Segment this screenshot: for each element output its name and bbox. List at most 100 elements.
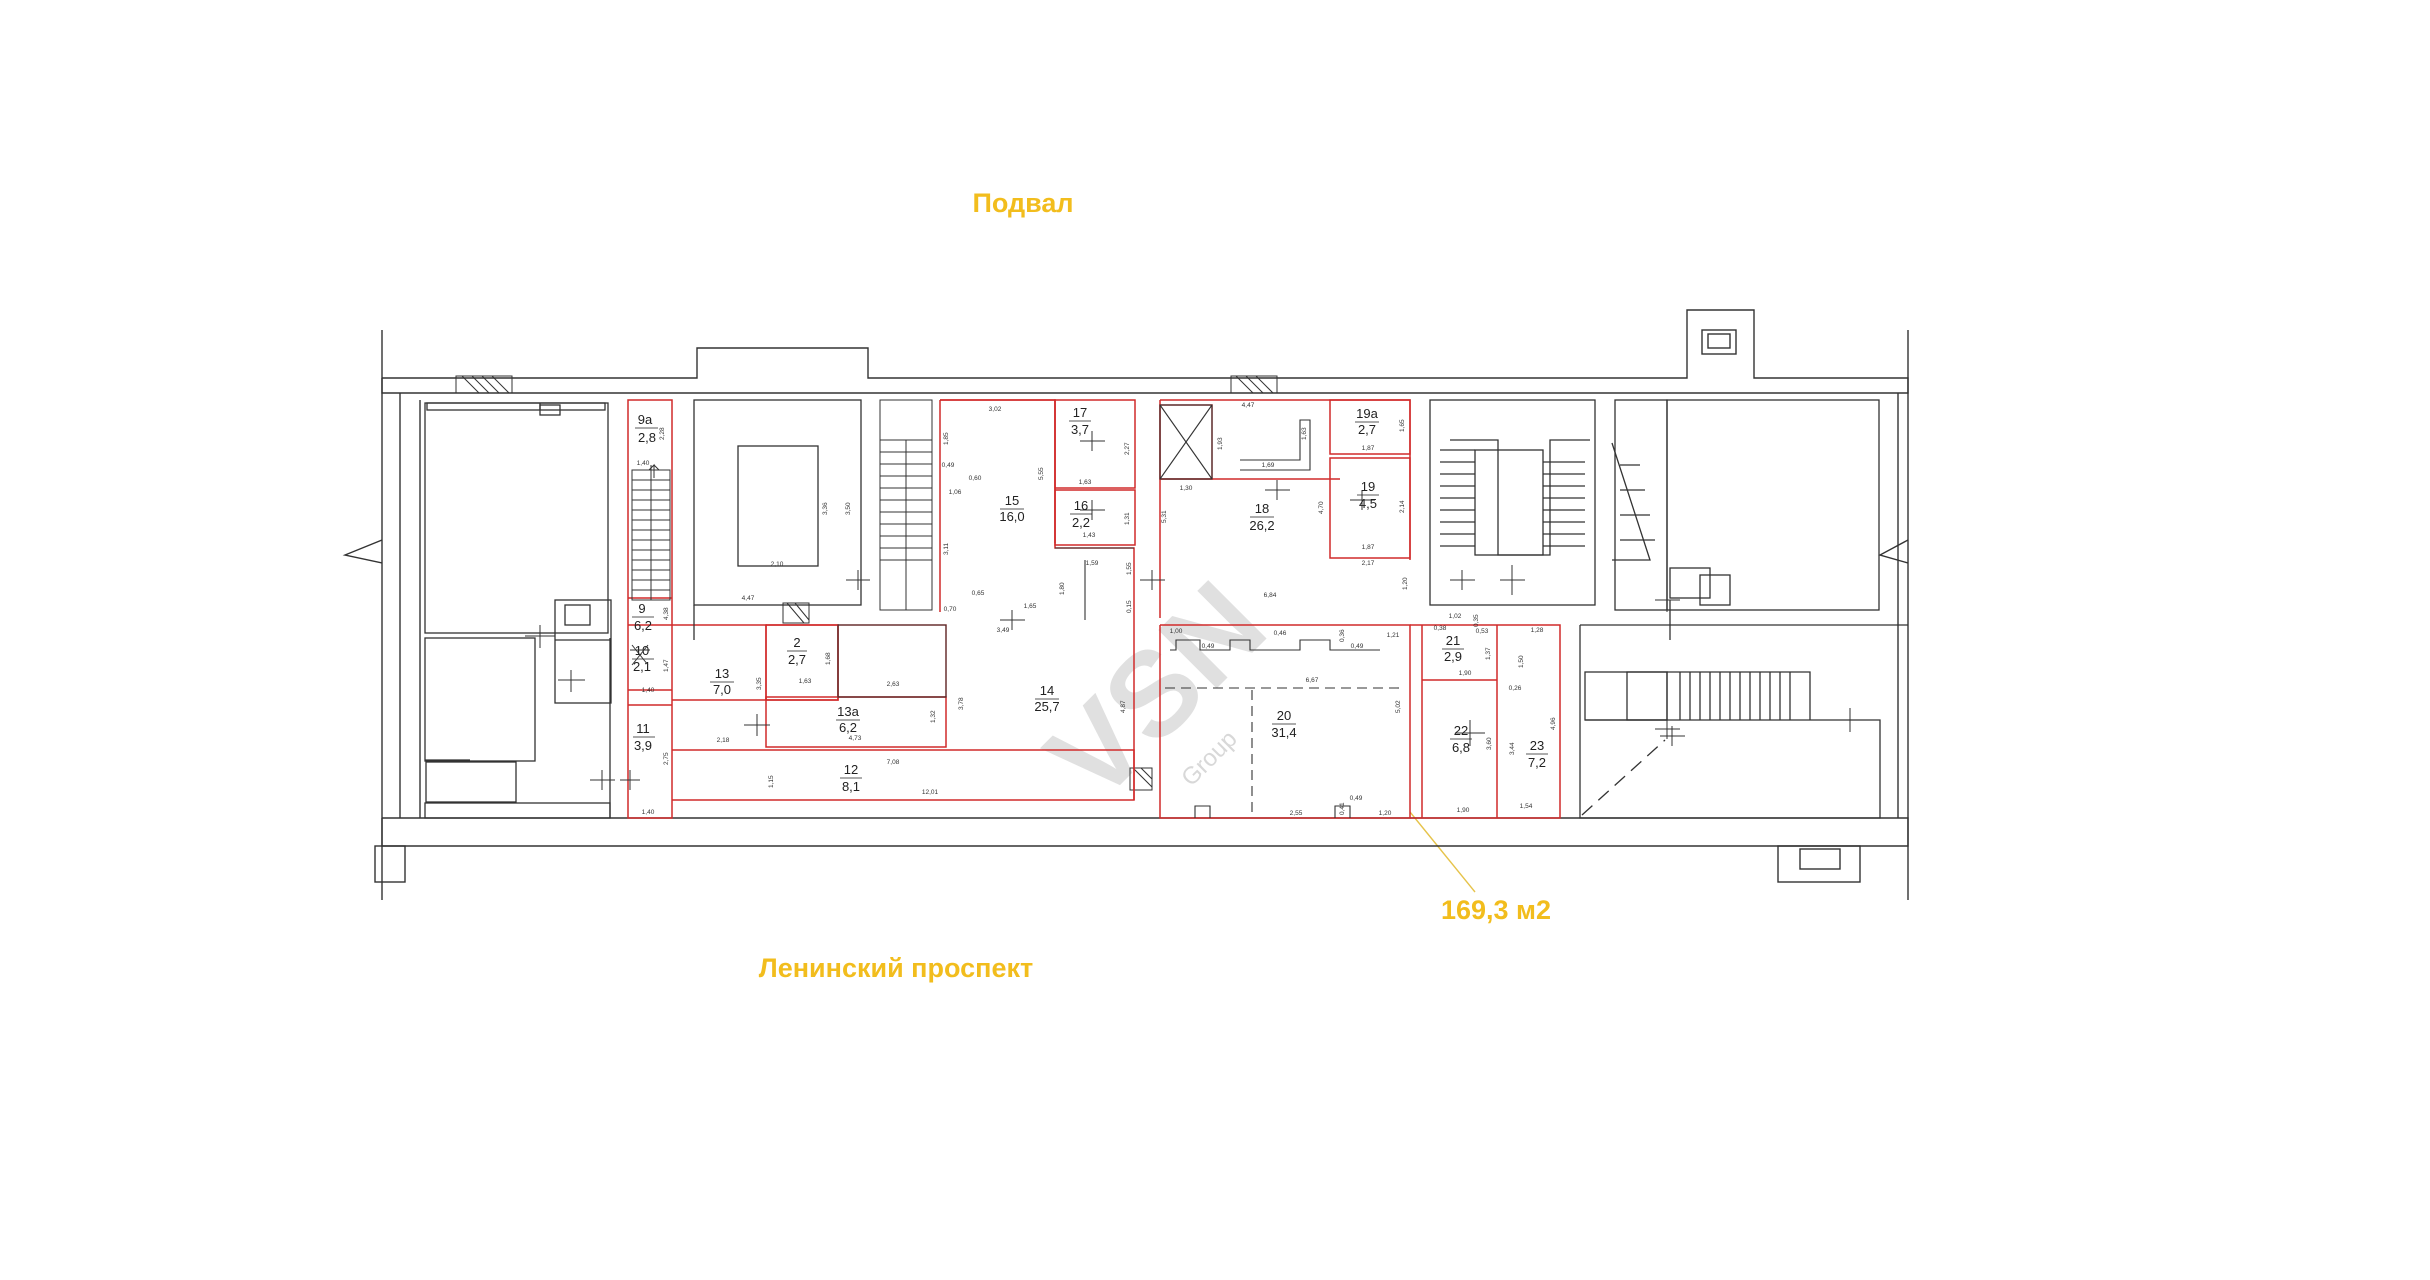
room-number: 23 (1530, 738, 1544, 753)
dimension: 3,44 (1509, 742, 1516, 755)
room-2: 22,7 (787, 635, 807, 667)
dimension: 4,73 (849, 735, 862, 742)
left-block (424, 402, 612, 819)
room-area: 6,2 (634, 618, 652, 633)
room-number: 19a (1356, 406, 1378, 421)
room-number: 14 (1040, 683, 1054, 698)
dimension: 3,49 (997, 627, 1010, 634)
dimension: 1,93 (1217, 437, 1224, 450)
dimension: 2,63 (887, 681, 900, 688)
dimension: 1,02 (1449, 613, 1462, 620)
dimension: 1,21 (1387, 632, 1400, 639)
room-area: 6,2 (839, 720, 857, 735)
room-number: 21 (1446, 633, 1460, 648)
room-area: 8,1 (842, 779, 860, 794)
dimension: 6,84 (1264, 592, 1277, 599)
dimension: 1,90 (1457, 807, 1470, 814)
dimension: 2,28 (659, 427, 666, 440)
dimension: 2,14 (1399, 500, 1406, 513)
dimension: 1,43 (1083, 532, 1096, 539)
hatch-patches (455, 375, 1278, 791)
room-area: 2,2 (1072, 515, 1090, 530)
dimension: 4,96 (1550, 717, 1557, 730)
room-number: 12 (844, 762, 858, 777)
dimension: 3,35 (756, 677, 763, 690)
room-area: 7,0 (713, 682, 731, 697)
room-number: 18 (1255, 501, 1269, 516)
dimension: 1,40 (642, 687, 655, 694)
dimension: 1,06 (949, 489, 962, 496)
room-11: 113,9 (633, 721, 655, 753)
stairs-left (631, 399, 933, 611)
watermark: VSN Group (1021, 556, 1290, 825)
room-number: 9 (638, 601, 645, 616)
dimension: 1,15 (768, 775, 775, 788)
dimension: 3,60 (1486, 737, 1493, 750)
dimension: 0,53 (1476, 628, 1489, 635)
dimension: 1,59 (1086, 560, 1099, 567)
room-area: 2,1 (633, 659, 651, 674)
area-leader-line (1409, 811, 1476, 893)
dimension: 1,50 (1518, 655, 1525, 668)
room-area: 6,8 (1452, 740, 1470, 755)
dimension: 7,08 (887, 759, 900, 766)
dimension-labels: 2,28 1,40 4,38 1,47 1,40 2,75 1,15 1,40 … (637, 402, 1557, 817)
dimension: 0,60 (969, 475, 982, 482)
room-12: 128,1 (840, 762, 862, 794)
room-number: 16 (1074, 498, 1088, 513)
room-area: 7,2 (1528, 755, 1546, 770)
room-area: 3,7 (1071, 422, 1089, 437)
room-area: 2,9 (1444, 649, 1462, 664)
room-21: 212,9 (1442, 633, 1464, 664)
right-stair-block (1429, 399, 1908, 819)
room-22: 226,8 (1450, 723, 1472, 755)
dimension: 3,02 (989, 406, 1002, 413)
dimension: 4,47 (1242, 402, 1255, 409)
dimension: 1,87 (1362, 544, 1375, 551)
dimension: 2,10 (771, 561, 784, 568)
room-area: 3,9 (634, 738, 652, 753)
room-area: 2,7 (788, 652, 806, 667)
room-19: 194,5 (1357, 479, 1379, 511)
dimension: 1,20 (1402, 577, 1409, 590)
dimension: 2,18 (717, 737, 730, 744)
room-number: 13 (715, 666, 729, 681)
room-9: 96,2 (632, 601, 654, 633)
room-16: 162,2 (1070, 498, 1092, 530)
room-area: 2,8 (638, 430, 656, 445)
room-number: 20 (1277, 708, 1291, 723)
dimension: 1,63 (1079, 479, 1092, 486)
dimension: 1,40 (642, 809, 655, 816)
dimension: 4,47 (742, 595, 755, 602)
dimension: 1,37 (1485, 647, 1492, 660)
room-number: 2 (793, 635, 800, 650)
dimension: 5,31 (1161, 510, 1168, 523)
room-area: 25,7 (1034, 699, 1059, 714)
dimension: 1,65 (1024, 603, 1037, 610)
dimension: 1,80 (1059, 582, 1066, 595)
center-details (1055, 404, 1405, 818)
dimension: 1,55 (1126, 562, 1133, 575)
room-number: 19 (1361, 479, 1375, 494)
axis-marks (525, 431, 1862, 790)
dimension: 6,67 (1306, 677, 1319, 684)
room-area: 2,7 (1358, 422, 1376, 437)
room-area: 4,5 (1359, 496, 1377, 511)
dimension: 0,65 (972, 590, 985, 597)
floor-title: Подвал (972, 188, 1073, 218)
dimension: 0,70 (944, 606, 957, 613)
dimension: 1,31 (1124, 512, 1131, 525)
dimension: 1,28 (1531, 627, 1544, 634)
dimension: 1,87 (1362, 445, 1375, 452)
dimension: 3,11 (943, 542, 950, 555)
dimension: 1,65 (1399, 419, 1406, 432)
dimension: 0,15 (1126, 600, 1133, 613)
dimension: 0,49 (1351, 643, 1364, 650)
dimension: 0,26 (1509, 685, 1522, 692)
room-number: 15 (1005, 493, 1019, 508)
dimension: 4,87 (1120, 700, 1127, 713)
